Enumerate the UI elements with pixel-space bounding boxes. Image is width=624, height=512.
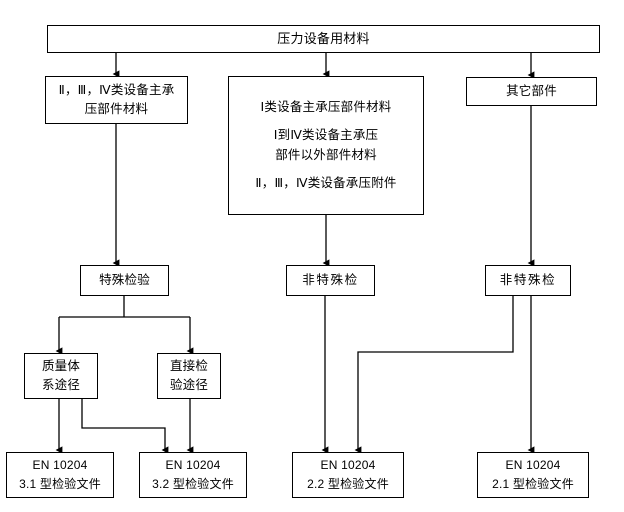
node-label-line-1: 直接检	[169, 358, 209, 373]
node-category-class-i-and-others[interactable]: Ⅰ类设备主承压部件材料 Ⅰ到Ⅳ类设备主承压 部件以外部件材料 Ⅱ，Ⅲ，Ⅳ类设备承…	[228, 76, 424, 215]
node-label-line-1: EN 10204	[505, 458, 561, 473]
node-en-10204-3-1[interactable]: EN 10204 3.1 型检验文件	[6, 452, 114, 498]
node-label: 其它部件	[506, 83, 557, 98]
node-special-inspection[interactable]: 特殊检验	[80, 265, 169, 296]
node-label-line-2: 2.1 型检验文件	[492, 477, 574, 491]
node-label-line-4: Ⅱ，Ⅲ，Ⅳ类设备承压附件	[255, 175, 397, 190]
node-label-line-3: 部件以外部件材料	[275, 147, 377, 162]
node-label-line-2: 2.2 型检验文件	[307, 477, 389, 491]
node-label-line-1: 质量体	[41, 358, 81, 373]
node-label-line-2: Ⅰ到Ⅳ类设备主承压	[273, 128, 379, 143]
node-label-line-2: 验途径	[169, 378, 209, 392]
node-label: 压力设备用材料	[277, 30, 370, 46]
node-category-ii-iii-iv-main-pressure-parts[interactable]: Ⅱ，Ⅲ，Ⅳ类设备主承 压部件材料	[45, 76, 188, 124]
node-en-10204-2-1[interactable]: EN 10204 2.1 型检验文件	[477, 452, 589, 498]
connector-nonspecial-right-to-en22	[354, 296, 514, 454]
node-label-line-2: 压部件材料	[84, 102, 149, 116]
node-non-special-inspection-middle[interactable]: 非特殊检	[286, 265, 375, 296]
node-en-10204-3-2[interactable]: EN 10204 3.2 型检验文件	[139, 452, 247, 498]
node-pressure-equipment-material[interactable]: 压力设备用材料	[47, 25, 600, 53]
node-label-line-1: Ⅰ类设备主承压部件材料	[260, 99, 392, 114]
node-label-line-1: EN 10204	[320, 458, 376, 473]
node-quality-system-path[interactable]: 质量体 系途径	[24, 353, 98, 399]
node-label-line-1: Ⅱ，Ⅲ，Ⅳ类设备主承	[58, 82, 175, 97]
node-direct-inspection-path[interactable]: 直接检 验途径	[157, 353, 221, 399]
node-label-line-2: 3.1 型检验文件	[19, 477, 101, 491]
node-en-10204-2-2[interactable]: EN 10204 2.2 型检验文件	[292, 452, 404, 498]
node-label-line-2: 3.2 型检验文件	[152, 477, 234, 491]
connector-quality-to-en32	[81, 399, 169, 454]
node-label: 非特殊检	[302, 272, 359, 287]
node-label-line-1: EN 10204	[165, 458, 221, 473]
node-label-line-2: 系途径	[41, 378, 81, 392]
node-label: 非特殊检	[499, 272, 557, 287]
node-label: 特殊检验	[99, 272, 150, 287]
node-label-line-1: EN 10204	[32, 458, 88, 473]
node-non-special-inspection-right[interactable]: 非特殊检	[485, 265, 571, 296]
node-category-other-parts[interactable]: 其它部件	[466, 77, 597, 106]
